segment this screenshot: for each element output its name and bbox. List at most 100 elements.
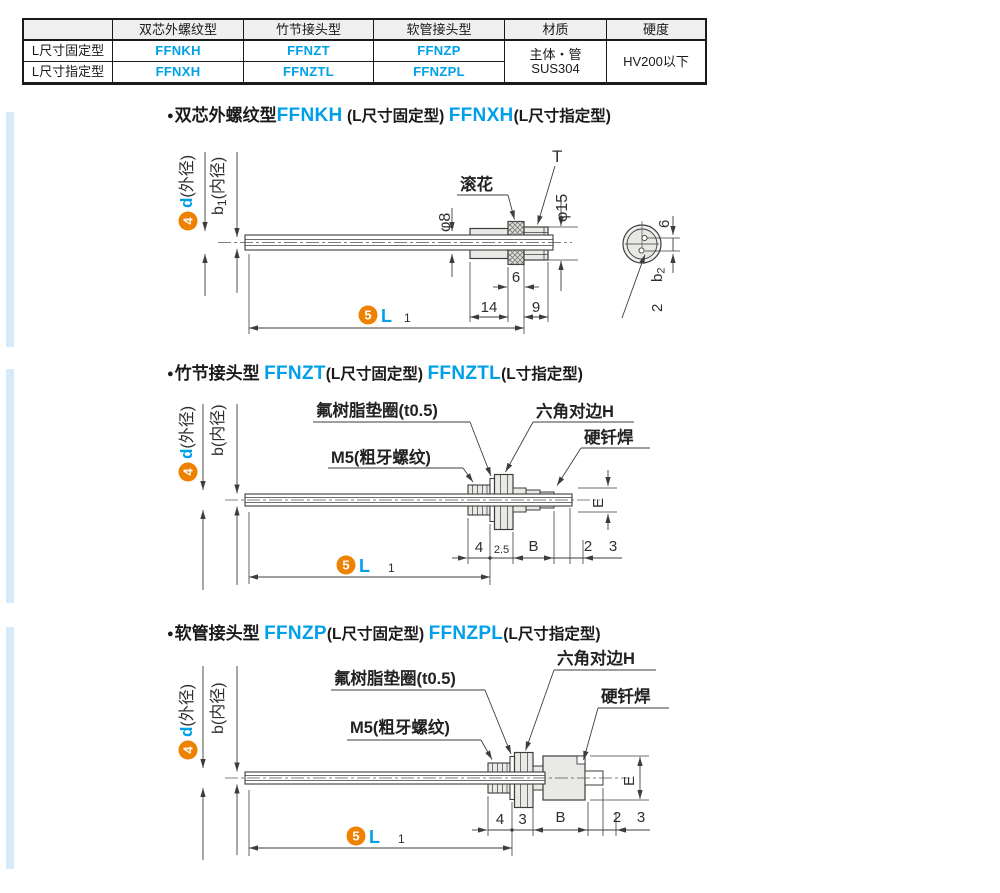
dim-thread-length: 9 — [532, 299, 540, 316]
section-title-dual-core: ●双芯外螺纹型FFNKH (L尺寸固定型) FFNXH(L尺寸指定型) — [167, 101, 611, 127]
dim-body-length: 14 — [481, 299, 498, 316]
badge-5-number: 5 — [364, 308, 371, 323]
fixed-note: (L尺寸固定型) — [347, 108, 445, 125]
dim-1: 4 — [475, 539, 483, 556]
e-label: E — [621, 776, 638, 786]
table-row: L尺寸固定型 FFNKH FFNZT FFNZP 主体・管 SUS304 HV2… — [22, 39, 707, 84]
inner-dia-label: b(内径) — [209, 682, 227, 734]
dia8-dimension: φ8 — [437, 208, 455, 277]
hardness-cell: HV200以下 — [606, 39, 707, 84]
row-label-specified: L尺寸指定型 — [22, 61, 113, 84]
L-symbol: L — [359, 556, 370, 576]
dim-4: 2 — [613, 809, 621, 826]
col-header-bamboo: 竹节接头型 — [243, 18, 374, 41]
part-code-specified: FFNZPL — [428, 623, 504, 644]
type-label: 软管接头型 — [174, 624, 260, 643]
length-dimensions: 6 14 9 — [469, 262, 549, 334]
specified-note: (L尺寸指定型) — [503, 626, 601, 643]
hex-label: 六角对边H — [536, 401, 614, 421]
washer-label: 氟树脂垫圈(t0.5) — [316, 400, 438, 420]
length-dimensions: 4 2.5 B 2 3 — [452, 508, 622, 585]
tube-diameter-labels: 4 d(外径) b(内径) — [177, 404, 240, 590]
section-title-bamboo: ●竹节接头型 FFNZT(L尺寸固定型) FFNZTL(L寸指定型) — [167, 359, 583, 385]
part-code: FFNKH — [112, 39, 244, 62]
L-symbol: L — [381, 306, 392, 326]
end-hole-dia: 2 — [649, 304, 666, 312]
m5-label: M5(粗牙螺纹) — [331, 447, 431, 467]
fixed-note: (L尺寸固定型) — [326, 626, 425, 643]
section-edge-bar — [6, 369, 14, 603]
L-subscript: 1 — [388, 561, 395, 575]
braze-label: 硬钎焊 — [601, 686, 651, 706]
badge-4-icon — [178, 462, 198, 482]
badge-4-number: 4 — [181, 746, 196, 754]
e-dimension: E — [578, 470, 617, 530]
L-subscript: 1 — [398, 832, 405, 846]
part-code-specified: FFNZTL — [427, 363, 502, 384]
braze-label: 硬钎焊 — [584, 427, 634, 447]
overall-length-dimension: 5 L 1 — [248, 254, 524, 334]
specified-note: (L寸指定型) — [501, 366, 583, 383]
part-code: FFNZPL — [373, 61, 505, 84]
outer-dia-label: d(外径) — [177, 155, 196, 208]
drawing-bamboo: 4 d(外径) b(内径) 氟树脂垫圈(t0.5) 六角对边H 硬钎焊 — [177, 400, 650, 590]
part-code: FFNZTL — [243, 61, 374, 84]
part-code-fixed: FFNZP — [264, 623, 327, 644]
section-edge-bar — [6, 627, 14, 869]
col-header-dual-core: 双芯外螺纹型 — [112, 18, 244, 41]
dia15-dimension: φ15 — [548, 194, 578, 291]
table-row: L尺寸指定型 FFNXH FFNZTL FFNZPL — [22, 61, 706, 84]
L-symbol: L — [369, 827, 380, 847]
end-view: 6 b2 2 — [621, 216, 680, 319]
core-hole — [641, 234, 648, 242]
dim-4: 2 — [584, 538, 592, 555]
thread-T-label: T — [552, 147, 562, 166]
m5-callout: M5(粗牙螺纹) — [347, 717, 493, 760]
spec-table-header-row: 双芯外螺纹型 竹节接头型 软管接头型 材质 硬度 — [22, 18, 707, 41]
core-hole — [638, 247, 645, 254]
part-code-specified: FFNXH — [448, 105, 514, 126]
dim-2: 3 — [518, 811, 526, 828]
drawing-dual-core: 4 d(外径) b1(内径) φ8 φ15 滚花 — [177, 147, 680, 334]
tube-diameter-labels: 4 d(外径) b(内径) — [177, 666, 240, 860]
inner-dia-label: b(内径) — [209, 404, 227, 456]
length-dimensions: 4 3 B 2 3 — [472, 788, 650, 856]
m5-label: M5(粗牙螺纹) — [350, 717, 450, 737]
knurl-callout: 滚花 — [457, 174, 515, 220]
hex-callout: 六角对边H — [525, 648, 656, 751]
bullet-icon: ● — [167, 368, 174, 380]
badge-4-icon — [178, 740, 198, 760]
m5-callout: M5(粗牙螺纹) — [328, 447, 474, 483]
bullet-icon: ● — [167, 110, 174, 122]
fixed-note: (L尺寸固定型) — [325, 366, 424, 383]
drawing-hose: 4 d(外径) b(内径) 氟树脂垫圈(t0.5) 六角对边H 硬钎焊 — [177, 648, 669, 860]
material-line1: 主体・管 — [529, 46, 582, 62]
table-corner-cell — [22, 18, 113, 41]
part-code-fixed: FFNKH — [276, 105, 343, 126]
washer-callout: 氟树脂垫圈(t0.5) — [331, 668, 512, 755]
braze-callout: 硬钎焊 — [556, 427, 650, 486]
col-header-hose: 软管接头型 — [373, 18, 505, 41]
dia8-label: φ8 — [437, 213, 454, 232]
badge-4-number: 4 — [181, 468, 196, 476]
badge-5-icon — [358, 305, 378, 325]
dim-3: B — [528, 538, 538, 555]
washer-label: 氟树脂垫圈(t0.5) — [334, 668, 456, 688]
e-label: E — [590, 498, 607, 508]
specified-note: (L尺寸指定型) — [513, 108, 611, 125]
hole-pitch-dim: 6 — [656, 220, 673, 228]
outer-dia-label: d(外径) — [177, 406, 196, 459]
dim-5: 3 — [609, 538, 617, 555]
part-code-fixed: FFNZT — [264, 363, 326, 384]
overall-length-dimension: 5 L 1 — [248, 512, 490, 584]
dim-5: 3 — [637, 809, 645, 826]
part-code: FFNXH — [112, 61, 244, 84]
washer-callout: 氟树脂垫圈(t0.5) — [313, 400, 492, 477]
hex-label: 六角对边H — [557, 648, 635, 668]
type-label: 双芯外螺纹型 — [174, 106, 277, 125]
e-dimension: E — [590, 755, 649, 801]
material-line2: SUS304 — [531, 60, 580, 76]
dim-knurl-width: 6 — [512, 269, 520, 286]
